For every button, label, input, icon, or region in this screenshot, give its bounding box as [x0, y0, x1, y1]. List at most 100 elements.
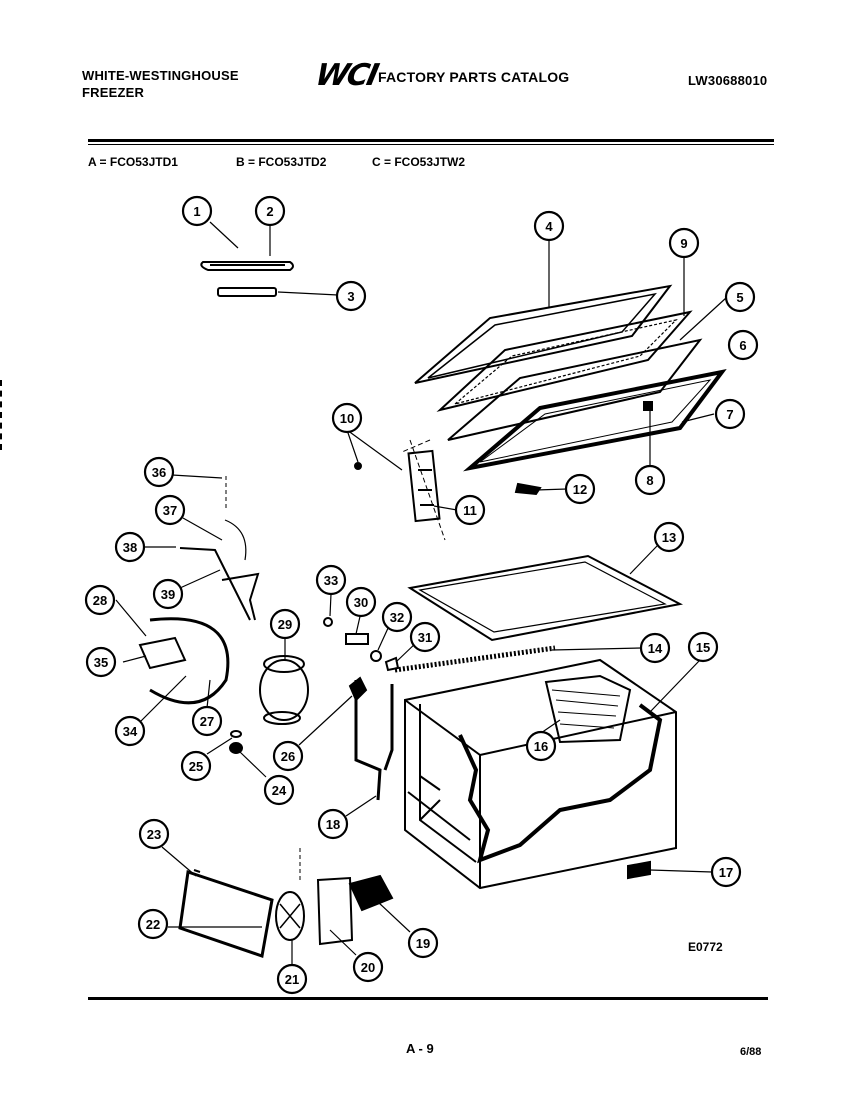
svg-text:29: 29	[278, 617, 292, 632]
callout-20: 20	[352, 951, 384, 983]
svg-text:27: 27	[200, 714, 214, 729]
hinge-screw	[354, 462, 362, 470]
svg-text:12: 12	[573, 482, 587, 497]
svg-text:1: 1	[193, 204, 200, 219]
lid-hinge	[401, 439, 446, 541]
callout-5: 5	[724, 281, 756, 313]
callout-9: 9	[668, 227, 700, 259]
model-c: C = FCO53JTW2	[372, 155, 466, 169]
svg-text:32: 32	[390, 610, 404, 625]
callout-23: 23	[138, 818, 170, 850]
svg-text:6: 6	[739, 338, 746, 353]
callout-28: 28	[84, 584, 116, 616]
lid-inner-panel	[447, 338, 703, 441]
callout-14: 14	[639, 632, 671, 664]
svg-text:36: 36	[152, 465, 166, 480]
clip	[384, 656, 400, 672]
svg-text:19: 19	[416, 936, 430, 951]
callout-27: 27	[191, 705, 223, 737]
cabinet-top-frame	[407, 554, 684, 642]
svg-text:4: 4	[545, 219, 553, 234]
mounting-bracket	[345, 633, 369, 645]
power-cord	[179, 476, 260, 621]
callout-18: 18	[317, 808, 349, 840]
callout-8: 8	[634, 464, 666, 496]
callout-39: 39	[152, 578, 184, 610]
callout-34: 34	[114, 715, 146, 747]
callout-12: 12	[564, 473, 596, 505]
svg-text:15: 15	[696, 640, 710, 655]
callout-11: 11	[454, 494, 486, 526]
callout-33: 33	[315, 564, 347, 596]
svg-text:20: 20	[361, 960, 375, 975]
handle-insert	[217, 287, 277, 297]
svg-text:13: 13	[662, 530, 676, 545]
fan-motor-assembly	[275, 848, 394, 946]
lid-stop	[514, 482, 542, 496]
callout-15: 15	[687, 631, 719, 663]
svg-text:22: 22	[146, 917, 160, 932]
brand-block: WHITE-WESTINGHOUSE FREEZER	[82, 67, 239, 101]
brand-name: WHITE-WESTINGHOUSE	[82, 68, 239, 83]
catalog-title: FACTORY PARTS CATALOG	[378, 69, 570, 85]
callout-32: 32	[381, 601, 413, 633]
svg-text:14: 14	[648, 641, 663, 656]
svg-text:35: 35	[94, 655, 108, 670]
callout-1: 1	[181, 195, 213, 227]
callout-3: 3	[335, 280, 367, 312]
lid-bumper	[643, 401, 653, 411]
callout-21: 21	[276, 963, 308, 995]
mounting-grommet	[229, 742, 243, 754]
callout-2: 2	[254, 195, 286, 227]
svg-text:9: 9	[680, 236, 687, 251]
callout-24: 24	[263, 774, 295, 806]
washer	[230, 730, 242, 738]
freezer-cabinet	[383, 645, 677, 890]
svg-text:31: 31	[418, 630, 432, 645]
svg-text:28: 28	[93, 593, 107, 608]
lid-liner	[436, 310, 693, 412]
grommet	[370, 650, 382, 662]
callout-16: 16	[525, 730, 557, 762]
lid-handle	[200, 261, 294, 271]
model-a: A = FCO53JTD1	[88, 155, 178, 169]
svg-text:18: 18	[326, 817, 340, 832]
svg-text:34: 34	[123, 724, 138, 739]
diagram-id: E0772	[688, 940, 723, 954]
leader-lines	[115, 221, 727, 966]
callout-4: 4	[533, 210, 565, 242]
svg-text:38: 38	[123, 540, 137, 555]
callout-31: 31	[409, 621, 441, 653]
storage-basket	[544, 674, 632, 744]
svg-text:25: 25	[189, 759, 203, 774]
catalog-number: LW30688010	[688, 73, 768, 88]
callout-7: 7	[714, 398, 746, 430]
page-number: A - 9	[406, 1041, 434, 1056]
callout-25: 25	[180, 750, 212, 782]
filter-drier	[348, 676, 368, 702]
header-rule-thin	[88, 144, 774, 145]
svg-text:11: 11	[463, 503, 477, 518]
svg-text:5: 5	[736, 290, 743, 305]
lid-outer	[414, 284, 673, 384]
svg-text:8: 8	[646, 473, 653, 488]
callout-26: 26	[272, 740, 304, 772]
footer-rule	[88, 997, 768, 1000]
callout-17: 17	[710, 856, 742, 888]
svg-text:37: 37	[163, 503, 177, 518]
catalog-date: 6/88	[740, 1046, 762, 1058]
svg-text:17: 17	[719, 865, 733, 880]
svg-text:23: 23	[147, 827, 161, 842]
header-rule	[88, 139, 774, 142]
scan-edge-mark	[0, 380, 6, 450]
callout-35: 35	[85, 646, 117, 678]
svg-text:21: 21	[285, 972, 299, 987]
svg-text:16: 16	[534, 739, 548, 754]
callout-30: 30	[345, 586, 377, 618]
callout-22: 22	[137, 908, 169, 940]
product-type: FREEZER	[82, 85, 145, 100]
svg-text:33: 33	[324, 573, 338, 588]
callout-29: 29	[269, 608, 301, 640]
svg-text:3: 3	[347, 289, 354, 304]
callout-6: 6	[727, 329, 759, 361]
